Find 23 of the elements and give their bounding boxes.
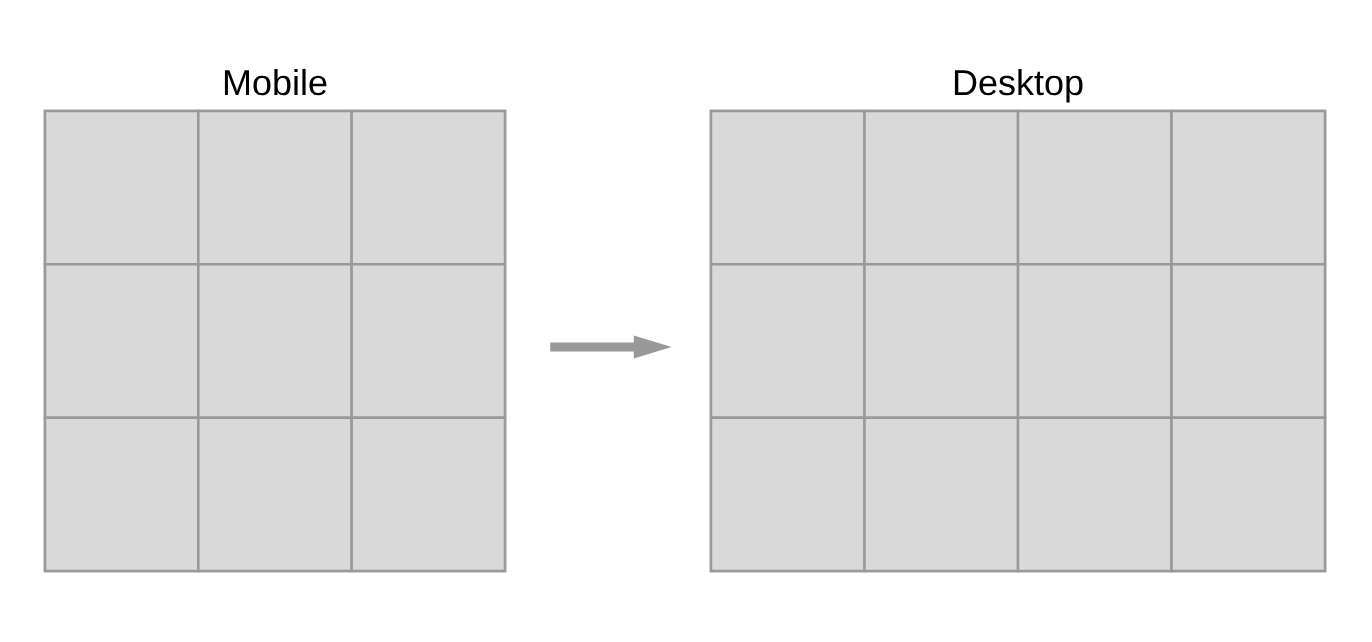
grid-cell xyxy=(1016,109,1173,266)
grid-cell xyxy=(863,416,1020,573)
grid-cell xyxy=(197,109,353,266)
grid-cell xyxy=(709,263,866,419)
grid-cell xyxy=(1170,109,1327,266)
grid-cell xyxy=(350,416,507,573)
grid-cell xyxy=(350,109,507,266)
grid-cell xyxy=(863,109,1020,266)
grid-cell xyxy=(43,109,200,266)
panel-title: Desktop xyxy=(954,68,1083,103)
panel-title: Mobile xyxy=(224,68,327,96)
grid-cell xyxy=(1016,263,1173,419)
grid-cell xyxy=(1170,263,1327,419)
grid-cell xyxy=(43,416,200,573)
grid-cell xyxy=(43,263,200,419)
grid-cell xyxy=(197,416,353,573)
grid-cell xyxy=(709,109,866,266)
grid-cell xyxy=(197,263,353,419)
grid-cell xyxy=(1016,416,1173,573)
grid-cell xyxy=(1170,416,1327,573)
grid-cell xyxy=(709,416,866,573)
grid-cell xyxy=(863,263,1020,419)
grid-cell xyxy=(350,263,507,419)
